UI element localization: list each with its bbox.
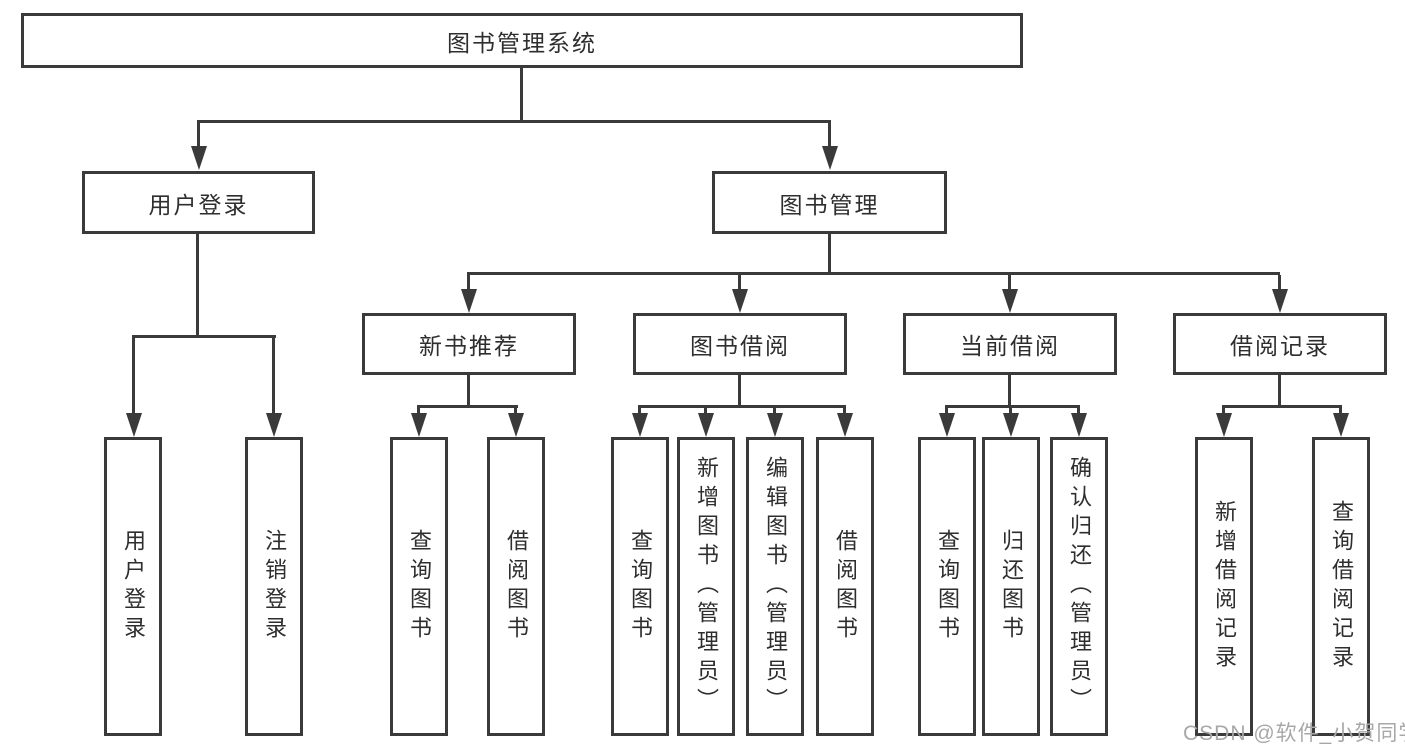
- arrow-to-user-login-leaf: [132, 338, 135, 413]
- leaf-label: 查询图书: [628, 528, 653, 645]
- node-current-borrow: 当前借阅: [903, 313, 1117, 375]
- leaf-label: 查询图书: [935, 528, 960, 645]
- leaf-label: 借阅图书: [504, 528, 529, 645]
- arrow-to-logout-leaf: [272, 338, 275, 413]
- leaf-label: 归还图书: [999, 528, 1024, 645]
- leaf-label: 用户登录: [121, 528, 146, 645]
- arrow-to-add-book: [704, 408, 707, 413]
- connector-root-stem: [520, 68, 523, 123]
- arrow-to-confirm-return: [1077, 408, 1080, 413]
- leaf-label: 查询借阅记录: [1329, 499, 1354, 674]
- leaf-label: 查询图书: [407, 528, 432, 645]
- node-borrow-records: 借阅记录: [1173, 313, 1387, 375]
- connector-book-management-distributor: [467, 272, 1280, 275]
- leaf-query-book-1: 查询图书: [390, 437, 448, 736]
- arrow-to-borrow-book-2: [843, 408, 846, 413]
- leaf-confirm-return-admin: 确认归还（管理员）: [1050, 437, 1108, 736]
- leaf-user-login: 用户登录: [104, 437, 162, 736]
- node-book-management: 图书管理: [712, 171, 947, 234]
- node-label: 新书推荐: [419, 333, 519, 359]
- connector-user-login-distributor: [132, 335, 276, 338]
- connector-new-book-recommend-distributor: [417, 405, 518, 408]
- connector-user-login-stem: [196, 234, 199, 338]
- arrow-to-user-login: [197, 123, 200, 146]
- leaf-label: 新增借阅记录: [1212, 499, 1237, 674]
- leaf-add-borrow-record: 新增借阅记录: [1195, 437, 1253, 736]
- leaf-label: 借阅图书: [833, 528, 858, 645]
- node-label: 图书借阅: [690, 333, 790, 359]
- arrow-to-book-management: [828, 123, 831, 146]
- node-label: 图书管理: [779, 191, 880, 218]
- leaf-label: 新增图书（管理员）: [694, 456, 719, 717]
- connector-book-borrow-stem: [738, 375, 741, 408]
- node-book-borrow: 图书借阅: [633, 313, 847, 375]
- arrow-to-book-borrow: [738, 275, 741, 289]
- node-library-management-system: 图书管理系统: [21, 13, 1023, 68]
- arrow-to-current-borrow: [1008, 275, 1011, 289]
- connector-new-book-recommend-stem: [467, 375, 470, 408]
- leaf-add-book-admin: 新增图书（管理员）: [677, 437, 735, 736]
- leaf-query-borrow-record: 查询借阅记录: [1312, 437, 1370, 736]
- connector-borrow-records-stem: [1278, 375, 1281, 408]
- node-label: 当前借阅: [960, 333, 1060, 359]
- connector-root-distributor: [197, 120, 831, 123]
- leaf-edit-book-admin: 编辑图书（管理员）: [746, 437, 804, 736]
- arrow-to-edit-book: [773, 408, 776, 413]
- leaf-borrow-book-2: 借阅图书: [816, 437, 874, 736]
- arrow-to-borrow-records: [1278, 275, 1281, 289]
- arrow-to-query-book-2: [638, 408, 641, 413]
- node-user-login: 用户登录: [82, 171, 315, 234]
- leaf-label: 编辑图书（管理员）: [763, 456, 788, 717]
- node-label: 图书管理系统: [447, 29, 597, 56]
- connector-current-borrow-stem: [1008, 375, 1011, 408]
- connector-current-borrow-distributor: [945, 405, 1080, 408]
- node-new-book-recommend: 新书推荐: [362, 313, 576, 375]
- leaf-label: 注销登录: [262, 528, 287, 645]
- leaf-query-book-3: 查询图书: [918, 437, 976, 736]
- connector-borrow-records-distributor: [1222, 405, 1342, 408]
- arrow-to-borrow-book-1: [514, 408, 517, 413]
- node-label: 借阅记录: [1230, 333, 1330, 359]
- arrow-to-query-book-1: [417, 408, 420, 413]
- leaf-label: 确认归还（管理员）: [1067, 456, 1092, 717]
- connector-book-borrow-distributor: [638, 405, 846, 408]
- connector-book-management-stem: [828, 234, 831, 275]
- node-label: 用户登录: [148, 191, 249, 218]
- arrow-to-query-borrow-record: [1339, 408, 1342, 413]
- leaf-return-book: 归还图书: [982, 437, 1040, 736]
- arrow-to-add-borrow-record: [1222, 408, 1225, 413]
- leaf-query-book-2: 查询图书: [611, 437, 669, 736]
- arrow-to-query-book-3: [945, 408, 948, 413]
- arrow-to-return-book: [1009, 408, 1012, 413]
- leaf-logout: 注销登录: [245, 437, 303, 736]
- leaf-borrow-book-1: 借阅图书: [487, 437, 545, 736]
- csdn-watermark: CSDN @软件_小贺同学: [1183, 722, 1405, 745]
- arrow-to-new-book-recommend: [467, 275, 470, 289]
